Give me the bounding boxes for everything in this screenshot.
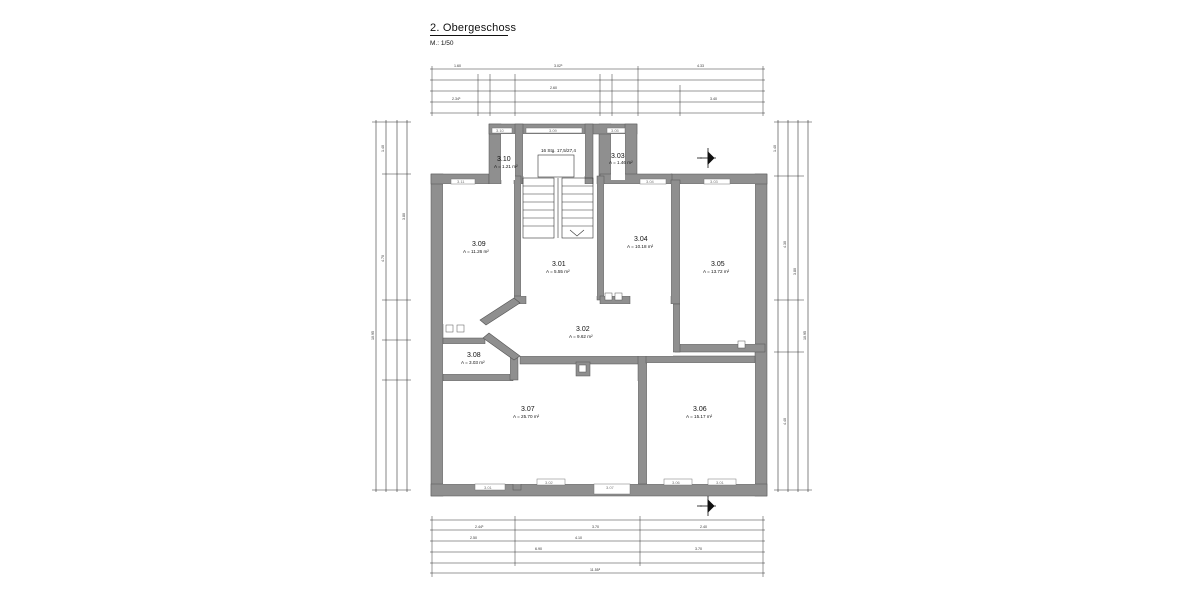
dim-bottom-6: 3.70 [695, 547, 702, 551]
room-3.05: 3.05 A = 13.72 m² [703, 261, 730, 274]
room-number: 3.05 [711, 261, 725, 268]
room-area: A = 13.72 m² [703, 269, 730, 274]
drawing-scale: M.: 1/50 [430, 40, 454, 47]
room-area: A = 15.17 m² [686, 414, 713, 419]
room-3.04: 3.04 A = 10.18 m² [627, 236, 654, 249]
dim-right-2: 4.30 [783, 241, 787, 248]
dim-top-3: 4.33 [697, 64, 704, 68]
room-number: 3.08 [467, 352, 481, 359]
room-3.09: 3.09 A = 11.26 m² [463, 241, 489, 254]
dim-right-1: 1.40 [773, 145, 777, 152]
room-area: A = 1.21 m² [494, 164, 518, 169]
window-label: 3.05 [611, 128, 620, 133]
room-3.01: 3.01 A = 5.55 m² [546, 261, 570, 274]
room-number: 3.01 [552, 261, 566, 268]
title-underline [430, 35, 508, 36]
dim-right-5: 10.95 [803, 331, 807, 340]
room-number: 3.06 [693, 406, 707, 413]
dim-right-3: 3.80 [793, 268, 797, 275]
dim-bottom-7: 6.90 [535, 547, 542, 551]
dim-top-6: 3.40 [710, 97, 717, 101]
dim-top-1: 1.60 [454, 64, 461, 68]
room-number: 3.09 [472, 241, 486, 248]
room-3.06: 3.06 A = 15.17 m² [686, 406, 713, 419]
room-number: 3.04 [634, 236, 648, 243]
bottom-dimensions [430, 516, 765, 577]
dim-right-4: 4.40 [783, 418, 787, 425]
dim-bottom-2: 3.70 [592, 525, 599, 529]
room-area: A = 1.46 m² [609, 160, 633, 165]
room-area: A = 9.62 m² [569, 334, 593, 339]
dim-bottom-4: 2.50 [470, 536, 477, 540]
staircase [522, 154, 594, 239]
room-3.08: 3.08 A = 3.03 m² [461, 352, 485, 365]
room-area: A = 5.55 m² [546, 269, 570, 274]
window-label: 3.06 [672, 480, 681, 485]
window-label: 3.07 [606, 485, 615, 490]
drawing-title: 2. Obergeschoss [430, 22, 517, 34]
room-number: 3.02 [576, 326, 590, 333]
window-label: 3.01 [484, 485, 493, 490]
room-area: A = 3.03 m² [461, 360, 485, 365]
right-dimensions [774, 120, 812, 492]
dim-bottom-1: 2.44⁵ [475, 525, 484, 529]
room-area: A = 11.26 m² [463, 249, 489, 254]
dim-bottom-8: 11.55⁵ [590, 568, 601, 572]
section-marker-top [697, 148, 716, 168]
room-3.10: 3.10 A = 1.21 m² [494, 156, 518, 169]
room-number: 3.07 [521, 406, 535, 413]
window-label: 3.04 [646, 179, 655, 184]
dim-top-2: 3.02⁵ [554, 64, 563, 68]
dim-top-5: 2.60 [550, 86, 557, 90]
section-marker-bottom [697, 496, 716, 516]
dim-left-1: 1.40 [381, 145, 385, 152]
window-label: 3.10 [496, 128, 505, 133]
dim-left-2: 3.80 [402, 213, 406, 220]
room-number: 3.10 [497, 156, 511, 163]
room-3.07: 3.07 A = 25.70 m² [513, 406, 540, 419]
dim-bottom-3: 2.40 [700, 525, 707, 529]
window-label: 3.09 [549, 128, 558, 133]
dim-bottom-5: 4.10 [575, 536, 582, 540]
room-number: 3.03 [611, 153, 625, 160]
room-area: A = 10.18 m² [627, 244, 654, 249]
room-3.03: 3.03 A = 1.46 m² [609, 153, 633, 165]
dim-top-4: 2.34⁵ [452, 97, 461, 101]
window-label: 3.01 [716, 480, 725, 485]
stair-label: 16 Stg. 17,5/27,4 [541, 148, 576, 153]
left-dimensions [372, 120, 411, 492]
top-dimensions [430, 66, 765, 116]
dim-left-4: 10.95 [371, 331, 375, 340]
window-label: 3.03 [710, 179, 719, 184]
room-area: A = 25.70 m² [513, 414, 540, 419]
room-3.02: 3.02 A = 9.62 m² [569, 326, 593, 339]
window-label: 3.02 [545, 480, 554, 485]
dim-left-3: 4.70 [381, 255, 385, 262]
window-label: 3.11 [457, 179, 465, 184]
